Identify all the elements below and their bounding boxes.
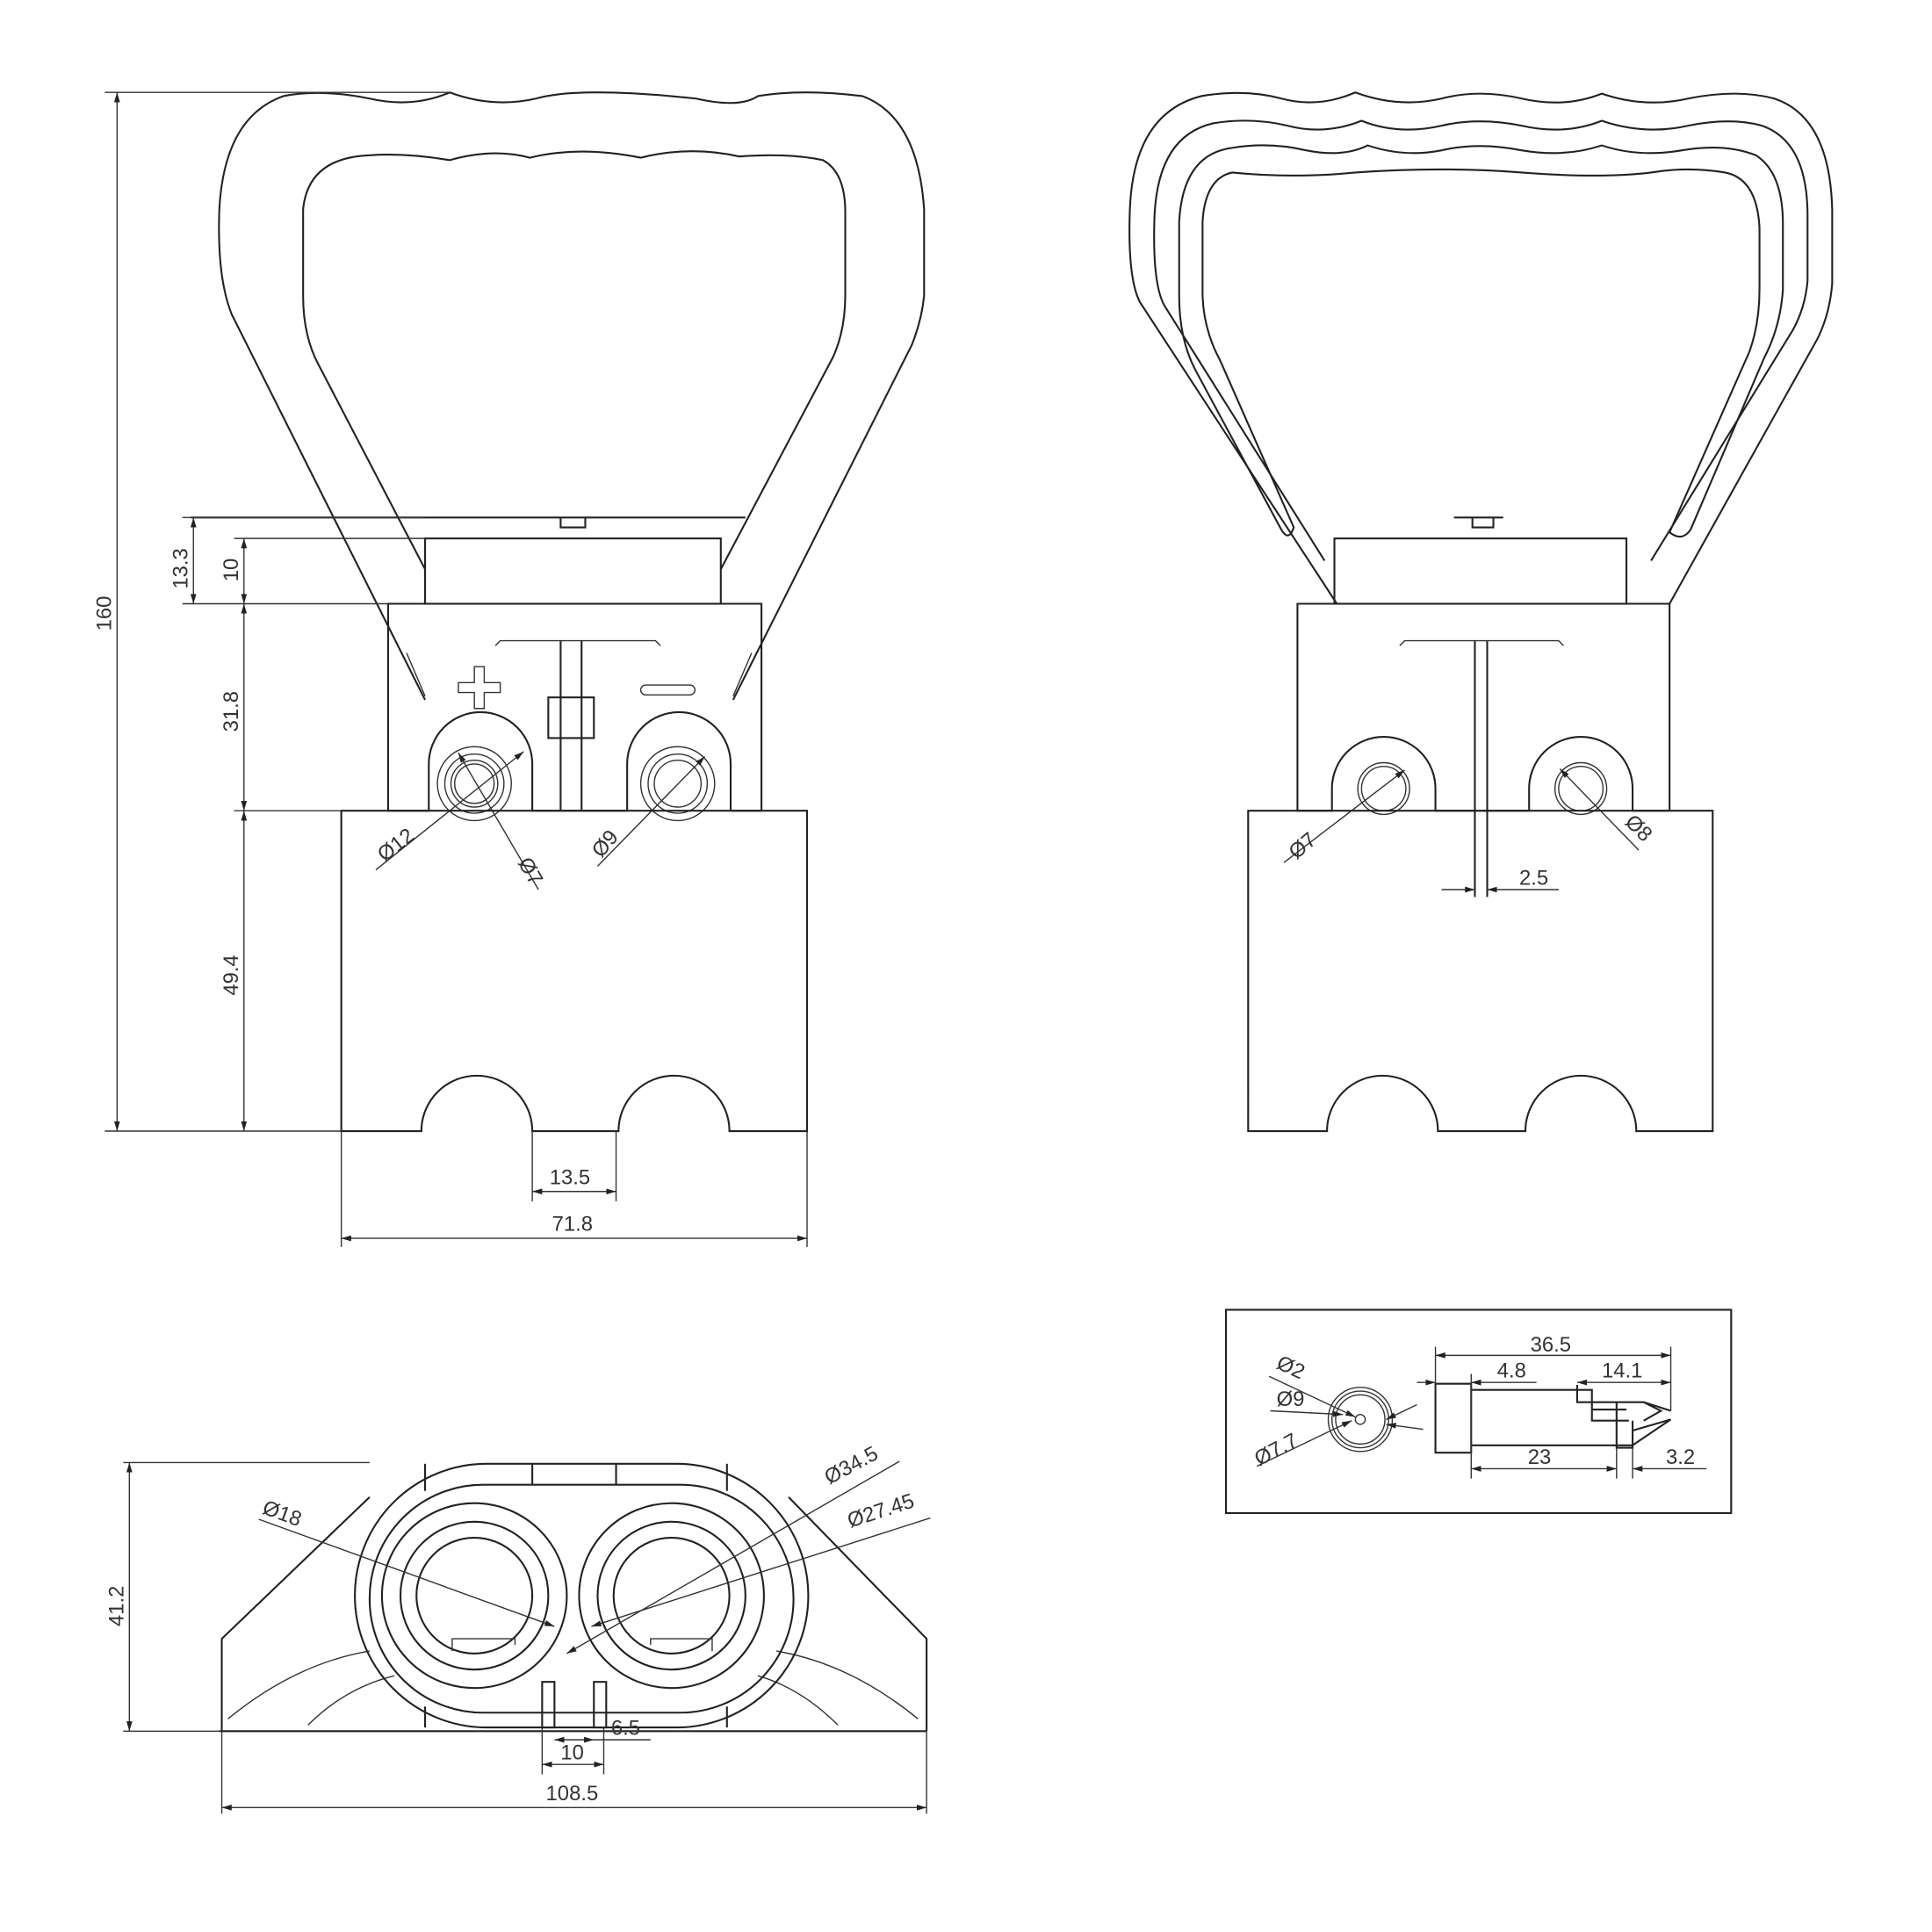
dim-bottom-height: 41.2 bbox=[105, 1586, 128, 1626]
dim-neg: Ø9 bbox=[588, 825, 624, 862]
label-bracket bbox=[494, 639, 661, 646]
dim-rear-right-hole: Ø8 bbox=[1620, 810, 1657, 847]
front-view: Ø12 Ø7 Ø9 160 13.3 10 31.8 49.4 13.5 71.… bbox=[92, 91, 926, 1247]
rear-middle-body bbox=[1296, 602, 1671, 812]
rear-handle-outer bbox=[1128, 91, 1834, 605]
negative-terminal bbox=[639, 746, 716, 822]
top-block bbox=[424, 537, 722, 605]
dim-mid: Ø7.7 bbox=[1251, 1429, 1301, 1471]
rear-right-hole bbox=[1554, 761, 1608, 816]
rear-left-hole bbox=[1357, 761, 1410, 816]
dim-length: 36.5 bbox=[1531, 1333, 1571, 1357]
bottom-outer-oval bbox=[354, 1462, 810, 1729]
positive-terminal bbox=[436, 746, 512, 822]
rear-lower-body bbox=[1247, 810, 1714, 1133]
rear-view: Ø7 Ø8 2.5 bbox=[1128, 91, 1834, 1133]
lower-body bbox=[340, 810, 809, 1133]
dim-outer-ring: Ø34.5 bbox=[820, 1442, 882, 1489]
dim-overall-height: 160 bbox=[92, 596, 116, 631]
dim-slot-spacing: 13.5 bbox=[550, 1165, 590, 1189]
dim-flange: 4.8 bbox=[1497, 1359, 1526, 1383]
front-dimensions bbox=[105, 91, 808, 1247]
dim-inner-bore: Ø18 bbox=[259, 1496, 305, 1532]
plus-icon bbox=[458, 666, 501, 710]
dim-outer: Ø9 bbox=[1277, 1388, 1305, 1411]
bottom-view: Ø18 Ø34.5 Ø27.45 41.2 6.5 10 108.5 bbox=[105, 1442, 931, 1814]
dim-rear-slot: 2.5 bbox=[1519, 866, 1548, 890]
dim-pos-inner: Ø7 bbox=[513, 854, 547, 890]
dim-slot-pitch: 10 bbox=[560, 1741, 584, 1765]
handle-inner bbox=[302, 150, 847, 570]
dim-block: 10 bbox=[220, 559, 243, 582]
top-notch bbox=[559, 517, 587, 529]
dim-pos-outer: Ø12 bbox=[373, 824, 419, 867]
dim-middle-body: 31.8 bbox=[220, 691, 243, 732]
dim-bottom-width: 108.5 bbox=[546, 1782, 599, 1806]
contact-detail: Ø2 Ø9 Ø7.7 36.5 4.8 14.1 23 3.2 bbox=[1224, 1308, 1733, 1515]
latch-block bbox=[547, 696, 595, 739]
handle-outer bbox=[218, 91, 926, 701]
minus-icon bbox=[639, 684, 696, 696]
rear-handle-inner bbox=[1178, 144, 1784, 538]
rear-handle-mid bbox=[1153, 119, 1809, 561]
dim-pin: Ø2 bbox=[1273, 1351, 1308, 1384]
contact-pin-profile bbox=[1434, 1382, 1672, 1454]
dim-barrel: 23 bbox=[1528, 1445, 1552, 1469]
dim-top-plate: 13.3 bbox=[169, 548, 192, 588]
dim-width: 71.8 bbox=[552, 1213, 593, 1236]
detail-frame bbox=[1224, 1308, 1733, 1515]
dim-tip: 14.1 bbox=[1602, 1359, 1642, 1383]
dim-groove: 3.2 bbox=[1666, 1445, 1695, 1469]
dim-slot-width: 6.5 bbox=[611, 1717, 640, 1741]
dim-lower-body: 49.4 bbox=[220, 955, 243, 995]
middle-body bbox=[386, 602, 763, 812]
